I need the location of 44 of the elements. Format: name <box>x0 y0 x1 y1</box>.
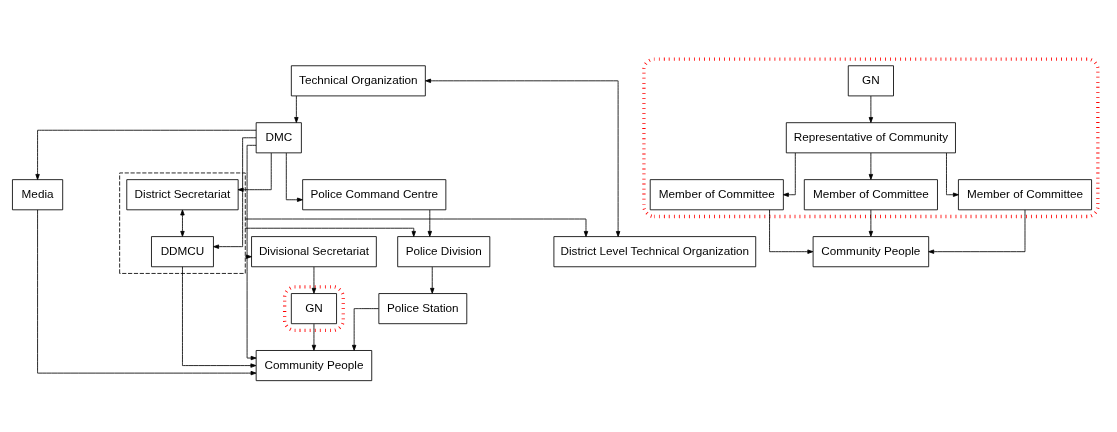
arrow <box>37 209 257 375</box>
node-box: Police Division <box>397 235 491 267</box>
node-box: DDMCU <box>151 235 214 267</box>
node-box: DMC <box>255 121 302 153</box>
arrow <box>182 265 257 368</box>
arrow <box>868 95 874 123</box>
arrow <box>244 254 252 259</box>
arrow <box>213 136 257 249</box>
node-box: Representative of Community <box>785 121 956 153</box>
arrow <box>769 209 814 254</box>
arrow <box>311 322 317 351</box>
arrow <box>246 144 257 360</box>
arrow <box>237 152 272 192</box>
node-box: GN <box>847 64 894 96</box>
arrow <box>430 266 435 294</box>
node-box: Member of Committee <box>958 178 1092 210</box>
node-box: District Secretariat <box>126 178 239 210</box>
node-box: GN <box>290 292 337 324</box>
arrow <box>351 307 379 351</box>
node-box: Police Station <box>378 292 468 324</box>
node-box: Member of Committee <box>649 178 784 210</box>
node-box: Member of Committee <box>803 178 938 210</box>
node-box: District Level Technical Organization <box>553 235 757 267</box>
arrow <box>946 152 959 197</box>
node-box: Community People <box>255 349 373 381</box>
node-box: Media <box>12 178 64 210</box>
node-box: Technical Organization <box>290 64 426 96</box>
arrow <box>928 209 1026 254</box>
node-box: Community People <box>812 235 930 267</box>
arrow <box>868 209 874 237</box>
arrow <box>244 227 416 237</box>
arrow <box>294 95 299 123</box>
arrow <box>427 209 432 237</box>
node-box: Police Command Centre <box>302 178 447 210</box>
arrow <box>285 152 303 202</box>
arrow <box>782 152 796 197</box>
arrow <box>244 218 589 237</box>
arrow <box>425 78 621 237</box>
arrow <box>180 209 185 237</box>
arrow <box>35 129 257 180</box>
arrow <box>868 152 874 180</box>
arrow <box>311 266 317 294</box>
node-box: Divisional Secretariat <box>251 235 377 267</box>
cluster <box>642 56 1100 218</box>
